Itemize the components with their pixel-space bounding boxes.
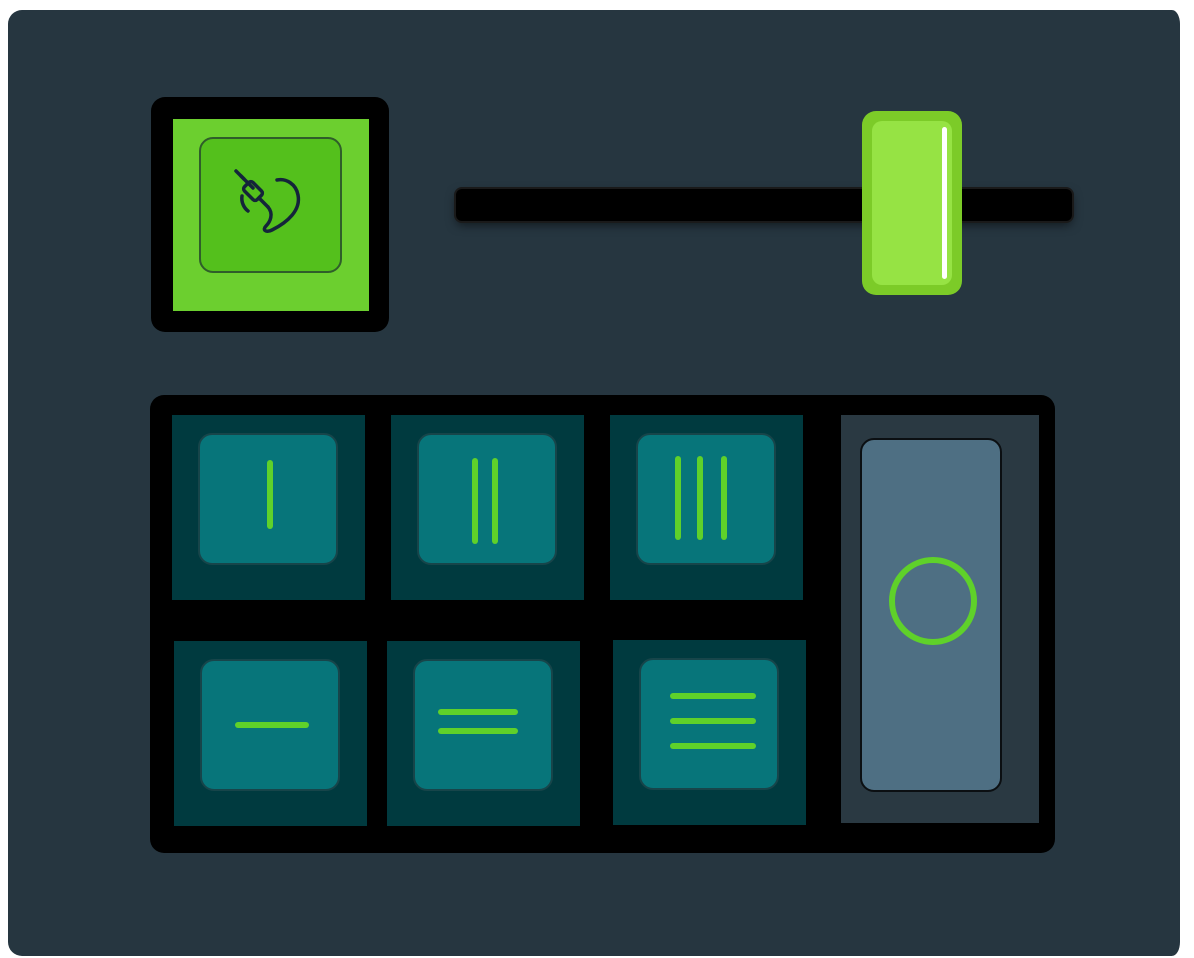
pad-1-button[interactable] xyxy=(198,433,338,565)
audio-jack-icon xyxy=(233,169,300,233)
side-button-cell xyxy=(841,415,1039,823)
three-horizontal-bars-icon xyxy=(670,693,756,749)
pad-cell-1 xyxy=(172,415,365,600)
two-vertical-bars-icon xyxy=(472,458,498,544)
pad-3-button[interactable] xyxy=(636,433,776,565)
audio-button-frame xyxy=(151,97,389,332)
two-horizontal-bars-icon xyxy=(438,709,518,734)
three-vertical-bars-icon xyxy=(675,456,727,540)
pad-2-button[interactable] xyxy=(417,433,557,565)
pad-5-button[interactable] xyxy=(413,659,553,791)
pad-4-button[interactable] xyxy=(200,659,340,791)
one-horizontal-bar-icon xyxy=(235,722,309,728)
pad-grid xyxy=(150,395,1055,853)
slider-thumb-face xyxy=(872,121,952,285)
audio-button-face xyxy=(173,119,369,311)
pad-6-button[interactable] xyxy=(639,658,779,790)
pad-cell-4 xyxy=(174,641,367,826)
pad-cell-5 xyxy=(387,641,580,826)
pad-cell-2 xyxy=(391,415,584,600)
pad-cell-6 xyxy=(613,640,806,825)
side-circle-button[interactable] xyxy=(860,438,1002,792)
volume-slider-track[interactable] xyxy=(456,189,1072,221)
pad-cell-3 xyxy=(610,415,803,600)
slider-thumb-highlight xyxy=(942,127,947,279)
panel-edge-highlight xyxy=(1181,14,1184,934)
one-vertical-bar-icon xyxy=(267,460,273,529)
audio-toggle-button[interactable] xyxy=(199,137,342,273)
volume-slider-thumb[interactable] xyxy=(862,111,962,295)
circle-icon xyxy=(889,557,977,645)
